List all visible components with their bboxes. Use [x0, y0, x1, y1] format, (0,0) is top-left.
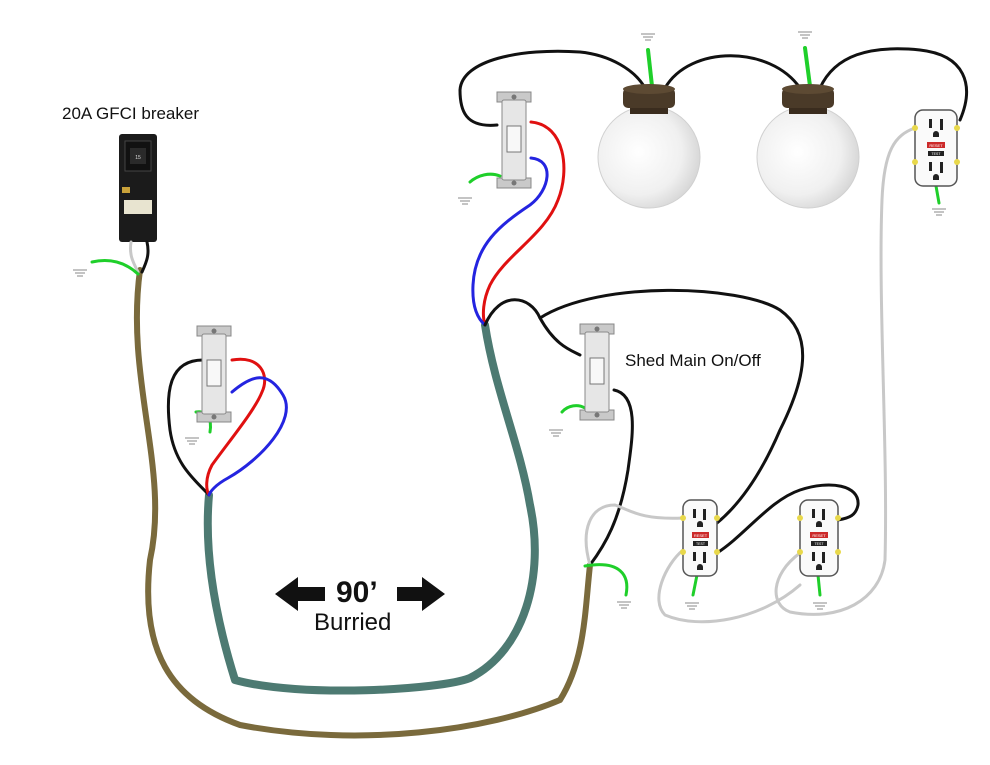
breaker-rating: 15 — [135, 155, 141, 161]
distance-label: 90’ — [336, 576, 378, 609]
outlet1-ground — [691, 573, 699, 597]
light-link-wire — [663, 54, 802, 90]
hot-run-outlets — [715, 483, 860, 555]
ground-symbol-icon — [616, 601, 632, 609]
shed-main-label: Shed Main On/Off — [625, 351, 761, 370]
outlet3-ground — [934, 184, 941, 205]
outlet-reset-label: RESET — [812, 533, 826, 538]
outlet-test-label: TEST — [815, 542, 825, 546]
gfci-outlet-icon: RESET TEST — [797, 499, 841, 577]
feeder-ground — [583, 563, 629, 597]
switch-icon — [579, 323, 615, 421]
house-traveler-blue — [207, 376, 288, 497]
feeder-cable — [133, 267, 593, 739]
breaker-ground-wire — [90, 259, 140, 276]
neutral-run-1 — [584, 503, 685, 567]
outlet-test-label: TEST — [932, 152, 942, 156]
light-to-outlet-wire — [818, 47, 968, 122]
outlet2-ground — [816, 573, 822, 597]
outlet-test-label: TEST — [696, 542, 706, 546]
ground-symbol-icon — [797, 31, 813, 39]
house-switch-black — [166, 358, 211, 497]
breaker-hot-lead — [140, 240, 150, 274]
light-fixture-icon — [756, 84, 860, 209]
shed-3way-black-loop — [458, 49, 647, 127]
shed-main-ground — [560, 404, 587, 414]
switch-icon — [196, 325, 232, 423]
ground-symbol-icon — [640, 33, 656, 41]
arrow-left-icon — [275, 577, 325, 611]
gfci-outlet-icon: RESET TEST — [680, 499, 720, 577]
breaker-label: 20A GFCI breaker — [62, 104, 200, 123]
arrow-right-icon — [397, 577, 445, 611]
light2-ground — [803, 46, 812, 88]
outlet-reset-label: RESET — [929, 143, 943, 148]
shed-main-black-out — [588, 388, 634, 567]
shed-3way-blue — [471, 156, 549, 327]
shed-main-black-feed — [483, 298, 582, 357]
ground-symbol-icon — [812, 602, 828, 610]
shed-main-to-outlet — [538, 288, 805, 525]
gfci-outlet-icon: RESET TEST — [912, 109, 960, 187]
shed-3way-ground — [468, 172, 502, 184]
neutral-run-3 — [774, 126, 917, 616]
outlet-reset-label: RESET — [694, 533, 708, 538]
shed-3way-red — [481, 120, 566, 327]
neutral-run-2 — [657, 548, 802, 624]
ground-symbol-icon — [72, 269, 88, 277]
ground-symbol-icon — [548, 429, 564, 437]
breaker-neutral-lead — [129, 240, 140, 274]
ground-symbol-icon — [931, 208, 947, 216]
house-traveler-red — [205, 357, 267, 497]
light-fixture-icon — [597, 84, 701, 209]
ground-symbol-icon — [457, 197, 473, 205]
switch-icon — [496, 91, 532, 189]
buried-cable — [203, 321, 539, 695]
ground-symbol-icon — [184, 437, 200, 445]
buried-label: Burried — [314, 609, 392, 636]
breaker-icon: 15 — [119, 134, 157, 242]
light1-ground — [646, 48, 654, 88]
ground-symbol-icon — [684, 602, 700, 610]
